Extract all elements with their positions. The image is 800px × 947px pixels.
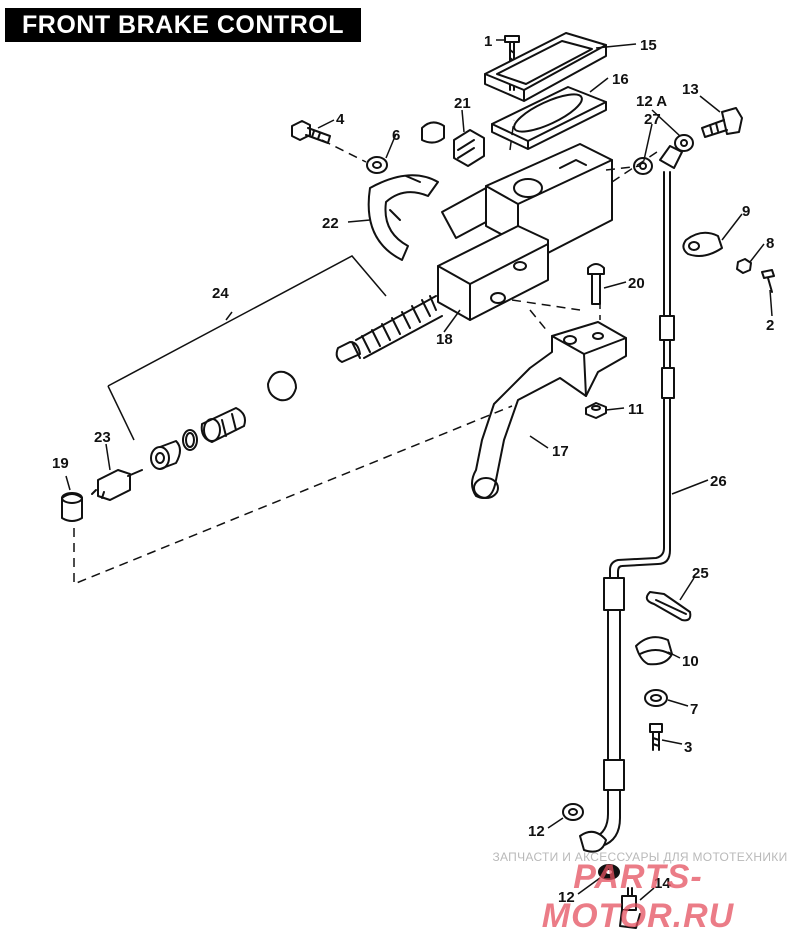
part-bolt-14 (619, 887, 641, 929)
part-pivot-pin-20 (587, 263, 605, 305)
group-bracket-24 (107, 255, 387, 441)
label-part-1: 1 (484, 33, 492, 50)
label-part-21: 21 (454, 95, 471, 112)
part-washer-7 (644, 689, 668, 707)
label-part-13: 13 (682, 81, 699, 98)
label-part-23: 23 (94, 429, 111, 446)
label-part-12-lower: 12 (558, 889, 575, 906)
part-washer-12-upper (562, 803, 584, 821)
part-pin-25 (645, 591, 692, 622)
label-part-27: 27 (644, 111, 661, 128)
part-nut-8 (736, 258, 752, 274)
label-part-20: 20 (628, 275, 645, 292)
part-screw-2 (761, 269, 775, 293)
part-piston-24 (200, 407, 246, 443)
part-lever-17 (471, 321, 627, 499)
label-part-22: 22 (322, 215, 339, 232)
part-gasket-16 (491, 86, 607, 150)
label-part-3: 3 (684, 739, 692, 756)
label-part-7: 7 (690, 701, 698, 718)
part-grommet-21 (453, 129, 485, 167)
label-part-15: 15 (640, 37, 657, 54)
part-labels: 1 15 16 12 A 27 13 4 6 21 22 9 8 2 20 24… (52, 33, 774, 906)
label-part-8: 8 (766, 235, 774, 252)
part-spring-24 (335, 295, 443, 363)
label-part-10: 10 (682, 653, 699, 670)
part-clamp-22 (367, 174, 439, 261)
label-part-2: 2 (766, 317, 774, 334)
label-part-26: 26 (710, 473, 727, 490)
label-part-6: 6 (392, 127, 400, 144)
part-master-cylinder-body (437, 143, 613, 321)
part-nut-11 (585, 402, 607, 419)
watermark-brand: PARTS-MOTOR.RU (541, 858, 735, 935)
label-part-12a: 12 A (636, 93, 667, 110)
part-cap-21 (421, 121, 445, 144)
part-plunger-23 (91, 469, 143, 501)
label-part-14: 14 (654, 875, 671, 892)
part-banjo-bolt-13 (701, 107, 743, 138)
label-part-25: 25 (692, 565, 709, 582)
part-bolt-4 (291, 120, 331, 144)
label-part-24: 24 (212, 285, 229, 302)
label-part-11: 11 (628, 401, 644, 418)
part-washer-12-lower (598, 864, 620, 880)
part-washer-6 (366, 156, 388, 174)
part-boot-19 (61, 492, 83, 522)
part-clip-9 (682, 231, 723, 257)
label-part-19: 19 (52, 455, 69, 472)
part-cover-15 (484, 32, 607, 102)
part-brake-hose (579, 577, 625, 853)
label-part-12-upper: 12 (528, 823, 545, 840)
watermark-caption: ЗАПЧАСТИ И АКСЕССУАРЫ ДЛЯ МОТОТЕХНИКИ (492, 850, 788, 864)
part-washer-12a (674, 134, 694, 152)
label-part-16: 16 (612, 71, 629, 88)
leader-lines (65, 39, 773, 901)
part-oring-24 (182, 429, 198, 451)
part-seal-24 (150, 440, 181, 470)
part-cup-24 (267, 370, 297, 402)
part-screw-3 (649, 723, 663, 751)
label-part-18: 18 (436, 331, 453, 348)
diagram-title: FRONT BRAKE CONTROL (5, 8, 361, 42)
alignment-lines (73, 119, 661, 586)
part-clip-10 (635, 636, 673, 666)
label-part-4: 4 (336, 111, 345, 128)
label-part-17: 17 (552, 443, 569, 460)
part-brake-line-26 (609, 145, 683, 581)
label-part-9: 9 (742, 203, 750, 220)
